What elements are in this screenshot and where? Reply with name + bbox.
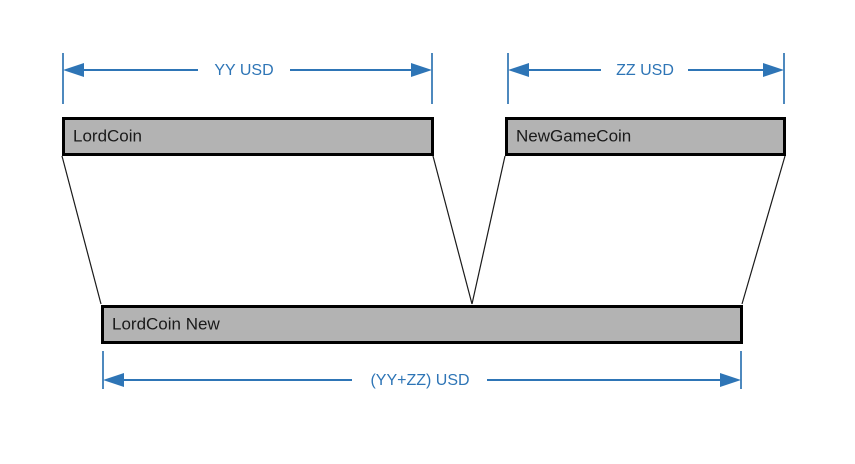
- box-lordcoin-new[interactable]: LordCoin New: [101, 305, 743, 344]
- connector-left-outer: [61, 155, 102, 305]
- dimension-zz-arrow-right: [763, 63, 784, 77]
- box-lordcoin-label: LordCoin: [73, 126, 142, 145]
- dimension-total: (YY+ZZ) USD: [102, 351, 742, 389]
- connector-right-outer: [741, 155, 786, 305]
- connector-group: [61, 155, 786, 305]
- dimension-zz-label: ZZ USD: [616, 62, 674, 79]
- box-newgamecoin-rect[interactable]: [505, 117, 786, 156]
- dimension-yy-label: YY USD: [214, 62, 273, 79]
- dimension-zz: ZZ USD: [507, 53, 785, 104]
- dimension-total-label: (YY+ZZ) USD: [370, 372, 469, 389]
- dimension-yy-arrow-right: [411, 63, 432, 77]
- connector-left-inner: [432, 155, 473, 305]
- box-newgamecoin-label: NewGameCoin: [516, 126, 631, 145]
- connector-right-inner: [471, 155, 506, 305]
- dimension-yy: YY USD: [62, 53, 433, 104]
- box-lordcoin-new-rect[interactable]: [101, 305, 743, 344]
- dimension-total-arrow-right: [720, 373, 741, 387]
- box-lordcoin-new-label: LordCoin New: [112, 314, 220, 333]
- box-lordcoin[interactable]: LordCoin: [62, 117, 434, 156]
- dimension-total-arrow-left: [103, 373, 124, 387]
- box-lordcoin-rect[interactable]: [62, 117, 434, 156]
- box-newgamecoin[interactable]: NewGameCoin: [505, 117, 786, 156]
- dimension-yy-arrow-left: [63, 63, 84, 77]
- dimension-zz-arrow-left: [508, 63, 529, 77]
